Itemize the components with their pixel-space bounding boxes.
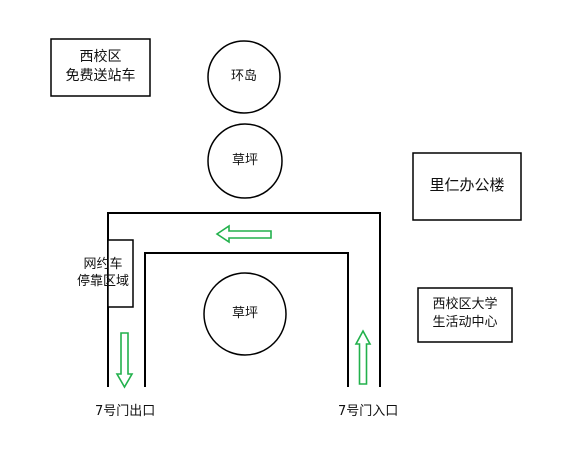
- gate-entrance-label: 7号门入口: [338, 404, 399, 419]
- shuttle-label: 西校区 免费送站车: [51, 48, 150, 86]
- rideshare-label-line1: 网约车: [83, 257, 123, 272]
- lawn-center-circle: [203, 272, 287, 356]
- activity-center-label: 西校区大学 生活动中心: [418, 296, 512, 332]
- rideshare-zone-box: [107, 239, 134, 308]
- roundabout-label: 环岛: [230, 69, 257, 84]
- arrow-left-icon: [215, 224, 272, 244]
- roundabout-circle: [207, 40, 281, 114]
- activity-center-label-line1: 西校区大学: [432, 297, 498, 312]
- lawn-top-label: 草坪: [231, 153, 258, 168]
- arrow-down-icon: [115, 332, 134, 389]
- rideshare-label: 网约车 停靠区域: [70, 256, 136, 290]
- activity-center-label-line2: 生活动中心: [432, 315, 498, 330]
- arrow-up-icon: [354, 329, 372, 385]
- shuttle-box: [50, 38, 151, 97]
- office-label: 里仁办公楼: [413, 176, 521, 195]
- activity-center-box: [417, 287, 513, 343]
- inner-road: [144, 252, 349, 387]
- office-label-line1: 里仁办公楼: [429, 176, 505, 194]
- shuttle-label-line2: 免费送站车: [65, 68, 136, 84]
- gate-exit-label: 7号门出口: [95, 404, 156, 419]
- rideshare-label-line2: 停靠区域: [76, 274, 129, 289]
- lawn-top-circle: [207, 123, 283, 199]
- office-box: [412, 152, 522, 221]
- lawn-center-label: 草坪: [231, 306, 258, 321]
- shuttle-label-line1: 西校区: [79, 49, 122, 65]
